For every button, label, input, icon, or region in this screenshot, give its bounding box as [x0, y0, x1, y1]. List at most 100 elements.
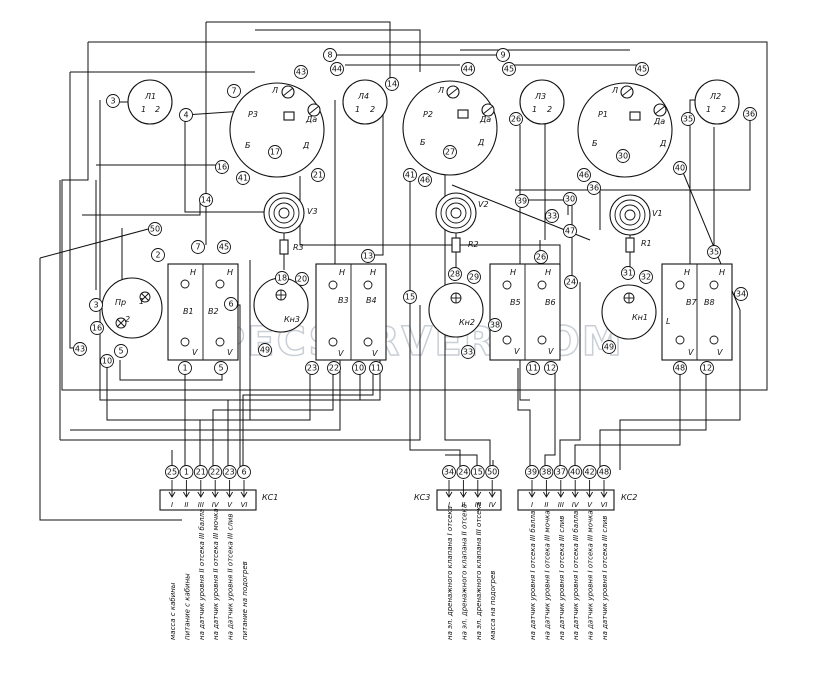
wire-number-circle: [577, 168, 591, 182]
connector-arrow: [488, 491, 496, 498]
lamp-pin2: 2: [721, 105, 726, 114]
pin-b: Б: [420, 138, 426, 147]
switch-name: Кн3: [284, 315, 300, 324]
wire-number-circle: [700, 361, 714, 375]
wire-number: 41: [405, 171, 415, 180]
switch-block-в3-в4: Н Н В3 В4 V V: [315, 263, 387, 361]
resistor-r1: R1: [625, 235, 652, 268]
block-a: В1: [183, 307, 194, 316]
wire-number: 44: [332, 65, 342, 74]
connector-arrow: [197, 491, 205, 498]
wire-number-circle: [352, 361, 366, 375]
switch-кн2: Кн2: [428, 282, 484, 338]
wire-number-circle: [673, 161, 687, 175]
wire-number-circle: [545, 209, 559, 223]
wire-number: 6: [228, 300, 233, 309]
connector-wire-circle: [470, 465, 485, 479]
wire-number-circle: [295, 272, 309, 286]
pin-l: Л: [271, 86, 278, 95]
lamp-pin1: 1: [532, 105, 537, 114]
connector-arrow: [211, 491, 219, 498]
connector-wire-circle: [208, 465, 223, 479]
connector-pin-label: II: [461, 501, 465, 509]
block-v-left: V: [514, 347, 520, 356]
connector-arrow: [543, 491, 550, 498]
wire-number: 33: [463, 348, 473, 357]
wire-number: 10: [102, 357, 112, 366]
block-l-mark: L: [666, 317, 670, 326]
lamp-pin1: 1: [355, 105, 360, 114]
wire-number: 16: [92, 324, 102, 333]
gauge-name: Р3: [248, 110, 258, 119]
wire-number: 35: [709, 248, 719, 257]
connector-caption: на эл. дренажного клапана III отсека: [475, 502, 483, 640]
lamp-pin2: 2: [547, 105, 552, 114]
wire-number: 28: [450, 270, 460, 279]
block-v-left: V: [192, 348, 198, 357]
connector-caption: питание на подогрев: [241, 561, 249, 640]
wire-number-circle: [305, 361, 319, 375]
wire-number-circle: [467, 270, 481, 284]
connector-wire-circle: [582, 465, 597, 479]
connector-wire-circle: [539, 465, 554, 479]
wire-number-circle: [100, 354, 114, 368]
wire-number: 18: [277, 274, 287, 283]
transformer-v3: V3: [263, 192, 318, 234]
wire-number: 43: [296, 68, 306, 77]
wire-number: 38: [490, 321, 500, 330]
block-v-right: V: [717, 348, 723, 357]
lamp-л1: Л1 1 2: [127, 79, 173, 125]
connector-wire-circle: [165, 465, 179, 479]
connector-pin-label: III: [198, 501, 204, 509]
wire-number-circle: [151, 248, 165, 262]
lamp-л4: Л4 1 2: [342, 79, 388, 125]
wire-number: 41: [238, 174, 248, 183]
transformer-name: V3: [307, 207, 318, 216]
wire-number-circle: [114, 344, 128, 358]
wire-number-circle: [448, 267, 462, 281]
connector-pin-label: I: [448, 501, 450, 509]
gauge-name: Р2: [423, 110, 433, 119]
wire-number: 27: [445, 148, 455, 157]
connector-wire-number: 22: [210, 468, 220, 477]
pin-b: Б: [592, 139, 598, 148]
wire-number: 26: [536, 253, 546, 262]
connector-wire-number: 15: [473, 468, 483, 477]
wire-number: 34: [736, 290, 746, 299]
wire-number-circle: [621, 266, 635, 280]
wire-number-circle: [534, 250, 548, 264]
connector-wire-number: 1: [184, 468, 189, 477]
connector-name: КС2: [621, 493, 637, 502]
lamp-name: Л1: [144, 92, 156, 101]
wire-number-circle: [639, 270, 653, 284]
connector-caption: на датчик уровня I отсека III мочка: [543, 510, 551, 640]
wire-number: 15: [405, 293, 415, 302]
wire-number-circle: [734, 287, 748, 301]
pin-l: Л: [437, 86, 444, 95]
wire-number-circle: [403, 168, 417, 182]
connector-arrow: [586, 491, 593, 498]
lamp-pin2: 2: [370, 105, 375, 114]
wire-number-circle: [215, 160, 229, 174]
wire-number: 16: [217, 163, 227, 172]
connector-arrow: [445, 491, 453, 498]
wire-number-circle: [89, 298, 103, 312]
wire-number-circle: [106, 94, 120, 108]
connector-pin-label: V: [227, 501, 233, 509]
transformer-v1: V1: [609, 194, 663, 236]
connector-wire-circle: [237, 465, 251, 479]
wire-number: 49: [260, 346, 270, 355]
wire-number: 49: [604, 343, 614, 352]
resistor-name: R3: [293, 243, 304, 252]
wire-number-circle: [509, 112, 523, 126]
connector-pin-label: V: [587, 501, 593, 509]
connector-pin-label: I: [171, 501, 173, 509]
wire-number: 20: [297, 275, 307, 284]
wire-number: 9: [500, 51, 505, 60]
connector-pin-label: IV: [212, 501, 220, 509]
wire-number: 43: [75, 345, 85, 354]
wire-number-circle: [268, 145, 282, 159]
connector-wire-circle: [525, 465, 539, 479]
connector-pins: I25II1III21IV22V23VI6I34II24III15IV50I39…: [165, 465, 611, 509]
